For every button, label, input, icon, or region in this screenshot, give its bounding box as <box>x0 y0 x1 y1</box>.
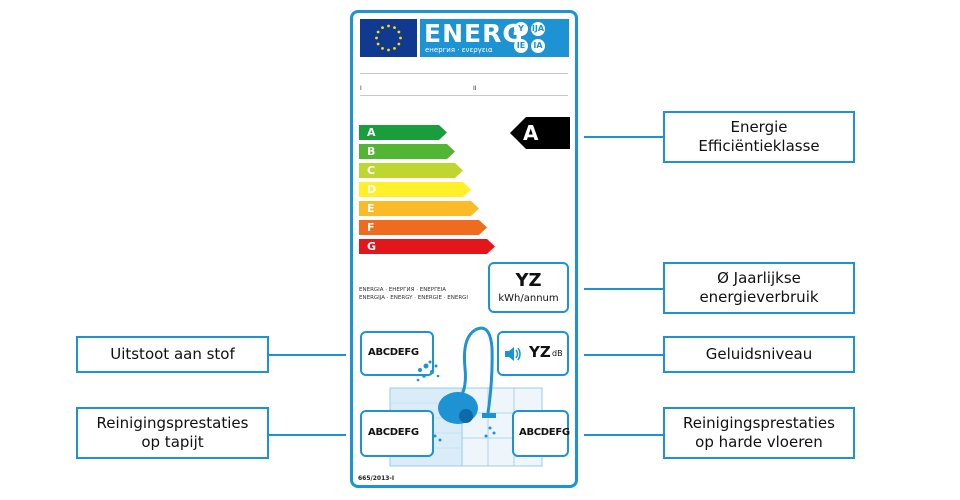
scale-letter-a: A <box>367 126 376 139</box>
scale-letter-d: D <box>367 183 377 196</box>
connector-consumption <box>584 288 664 290</box>
callout-efficiency: Energie Efficiëntieklasse <box>663 111 855 163</box>
regulation-code: 665/2013-I <box>358 475 395 482</box>
scale-letter-b: B <box>367 145 376 158</box>
efficiency-class-letter: A <box>523 121 539 145</box>
callout-dust-text: Uitstoot aan stof <box>110 345 235 363</box>
line-mark-2: II <box>473 85 477 92</box>
lang-bubble-ie: IE <box>514 39 528 53</box>
callout-carpet-line1: Reinigingsprestaties <box>96 414 249 432</box>
dust-scale: ABCDEFG <box>368 347 419 358</box>
callout-dust: Uitstoot aan stof <box>76 336 269 373</box>
eu-star <box>393 46 396 50</box>
scale-bar-a: A <box>359 125 449 140</box>
lang-bubble-ija: IJA <box>531 22 545 36</box>
eu-star <box>381 46 384 50</box>
hardfloor-scale: ABCDEFG <box>519 427 570 438</box>
callout-consumption: Ø Jaarlijkse energieverbruik <box>663 262 855 314</box>
eu-star <box>393 26 396 30</box>
line-mark-1: I <box>360 85 362 92</box>
eu-star <box>399 36 402 40</box>
scale-letter-g: G <box>367 240 377 253</box>
eu-flag-icon <box>360 19 417 57</box>
noise-unit: dB <box>552 349 563 358</box>
eu-star <box>376 30 380 34</box>
callout-efficiency-line1: Energie <box>730 118 788 136</box>
consumption-unit: kWh/annum <box>498 293 559 304</box>
scale-letter-f: F <box>367 221 375 234</box>
consumption-box: YZ kWh/annum <box>488 262 569 313</box>
hardfloor-box: ABCDEFG <box>512 410 570 457</box>
scale-bar-d: D <box>359 182 473 197</box>
callout-hardfloor-line2: op harde vloeren <box>695 433 823 451</box>
connector-hardfloor <box>584 434 664 436</box>
eu-star <box>397 30 401 34</box>
model-line <box>360 95 568 96</box>
consumption-value: YZ <box>515 270 542 291</box>
callout-carpet: Reinigingsprestaties op tapijt <box>76 407 269 459</box>
scale-bar-b: B <box>359 144 457 159</box>
scale-bar-c: C <box>359 163 465 178</box>
callout-hardfloor-line1: Reinigingsprestaties <box>683 414 835 432</box>
callout-consumption-line1: Ø Jaarlijkse <box>717 269 801 287</box>
efficiency-class-arrow <box>510 117 570 149</box>
supplier-line <box>360 73 568 74</box>
eu-star <box>381 26 384 30</box>
connector-noise <box>584 354 664 356</box>
connector-dust <box>268 354 346 356</box>
eu-star <box>387 48 390 52</box>
scale-letter-e: E <box>367 202 375 215</box>
energy-words-line2: ENERGIJA · ENERGY · ENERGIE · ENERGI <box>359 295 469 301</box>
energy-words: ENERGIA · ЕНЕРГИЯ · ΕΝΕΡΓΕΙΑ ENERGIJA · … <box>359 286 489 302</box>
energy-words-line1: ENERGIA · ЕНЕРГИЯ · ΕΝΕΡΓΕΙΑ <box>359 287 447 293</box>
eu-star <box>397 42 401 46</box>
speaker-icon <box>503 345 523 367</box>
carpet-box: ABCDEFG <box>360 410 434 457</box>
callout-hardfloor: Reinigingsprestaties op harde vloeren <box>663 407 855 459</box>
callout-noise: Geluidsniveau <box>663 336 855 373</box>
scale-bar-e: E <box>359 201 481 216</box>
connector-efficiency <box>584 136 664 138</box>
scale-bar-g: G <box>359 239 497 254</box>
scale-bar-f: F <box>359 220 489 235</box>
eu-star <box>387 24 390 28</box>
energ-subtitle: енергия · ενεργεια <box>425 46 493 54</box>
carpet-scale: ABCDEFG <box>368 427 419 438</box>
callout-efficiency-line2: Efficiëntieklasse <box>698 137 820 155</box>
energy-banner: ENERG енергия · ενεργεια Y IJA IE IA <box>420 19 569 57</box>
dust-box: ABCDEFG <box>360 331 434 376</box>
connector-carpet <box>268 434 346 436</box>
eu-star <box>376 42 380 46</box>
lang-bubble-y: Y <box>514 22 528 36</box>
callout-noise-text: Geluidsniveau <box>705 345 813 363</box>
callout-carpet-line2: op tapijt <box>141 433 204 451</box>
lang-bubble-ia: IA <box>531 39 545 53</box>
eu-star <box>375 36 378 40</box>
scale-letter-c: C <box>367 164 376 177</box>
noise-value: YZ <box>529 343 551 361</box>
callout-consumption-line2: energieverbruik <box>699 288 819 306</box>
energ-word: ENERG <box>424 19 524 48</box>
noise-box: YZ dB <box>497 331 569 376</box>
